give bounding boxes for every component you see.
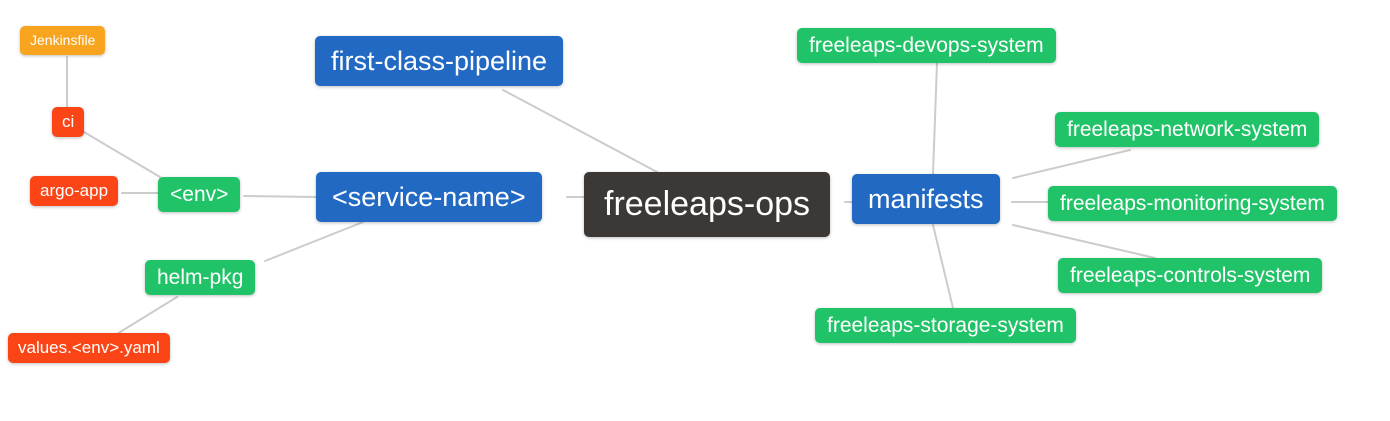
node-values-env-yaml[interactable]: values.<env>.yaml — [8, 333, 170, 364]
edge-env-service-name — [243, 195, 317, 198]
node-argo-app[interactable]: argo-app — [30, 176, 119, 207]
node-env[interactable]: <env> — [158, 177, 241, 213]
node-freeleaps-monitoring-system[interactable]: freeleaps-monitoring-system — [1048, 186, 1337, 222]
node-freeleaps-controls-system[interactable]: freeleaps-controls-system — [1058, 258, 1323, 294]
node-service-name[interactable]: <service-name> — [316, 172, 542, 223]
edge-manifests-network — [1012, 149, 1131, 179]
node-freeleaps-storage-system[interactable]: freeleaps-storage-system — [815, 308, 1076, 344]
node-freeleaps-devops-system[interactable]: freeleaps-devops-system — [797, 28, 1056, 64]
edge-pipeline-ops — [502, 89, 658, 173]
edge-helm-pkg-values — [116, 296, 178, 335]
edge-service-name-helm-pkg — [264, 221, 364, 262]
node-manifests[interactable]: manifests — [852, 174, 1000, 225]
node-freeleaps-ops[interactable]: freeleaps-ops — [584, 172, 831, 237]
node-ci[interactable]: ci — [52, 107, 85, 138]
node-jenkinsfile[interactable]: Jenkinsfile — [20, 26, 106, 55]
edge-manifests-controls — [1012, 224, 1156, 259]
edge-manifests-devops — [932, 62, 938, 175]
node-helm-pkg[interactable]: helm-pkg — [145, 260, 256, 296]
edge-ci-env — [83, 131, 161, 178]
node-first-class-pipeline[interactable]: first-class-pipeline — [315, 36, 564, 87]
edge-manifests-storage — [932, 224, 954, 309]
node-freeleaps-network-system[interactable]: freeleaps-network-system — [1055, 112, 1320, 148]
